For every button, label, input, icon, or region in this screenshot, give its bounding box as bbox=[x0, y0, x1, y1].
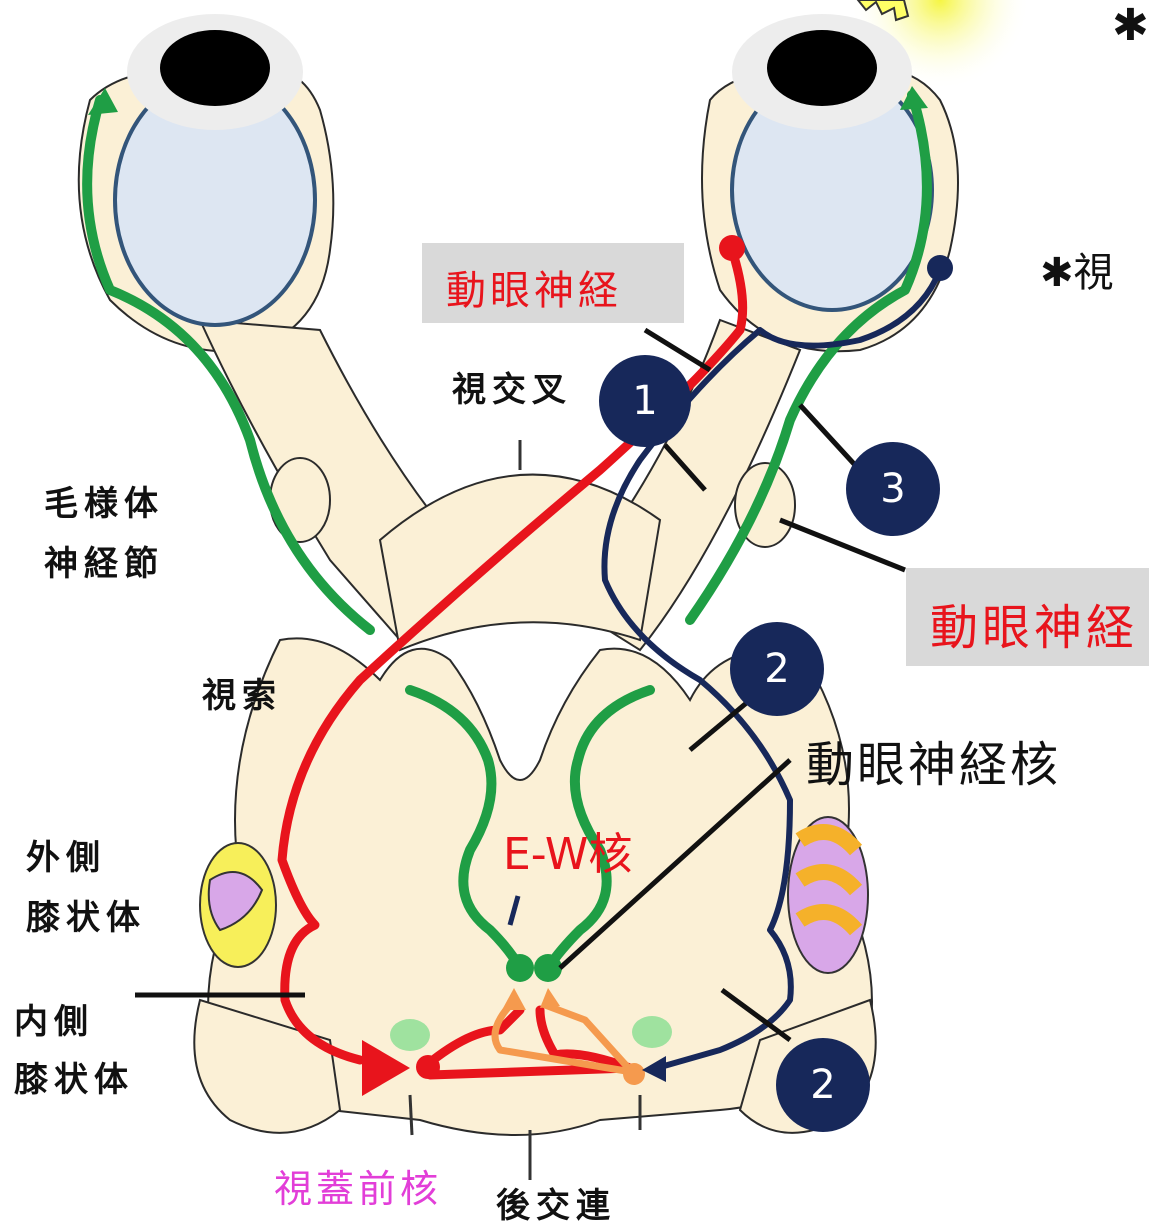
ciliary-ganglion-label-1: 毛様体 bbox=[44, 476, 164, 525]
lgn-label-2: 膝状体 bbox=[26, 890, 146, 939]
left-eye bbox=[115, 14, 315, 325]
badge-3: 3 bbox=[846, 442, 940, 536]
optic-tract-label: 視索 bbox=[202, 668, 282, 717]
red-origin-dot bbox=[719, 235, 745, 261]
lateral-geniculate-right bbox=[788, 817, 868, 973]
ew-nucleus-label: E-W核 bbox=[503, 818, 632, 882]
oculomotor-nucleus-label: 動眼神経核 bbox=[806, 725, 1061, 795]
ew-nucleus-right bbox=[534, 954, 562, 982]
pretectal-label: 視蓋前核 bbox=[274, 1158, 442, 1213]
navy-origin-dot bbox=[927, 255, 953, 281]
orange-dot bbox=[623, 1063, 645, 1085]
cut-off-star: ✱ bbox=[1112, 0, 1149, 51]
badge-2-lower: 2 bbox=[776, 1038, 870, 1132]
lateral-geniculate-left bbox=[200, 843, 276, 967]
posterior-commissure-label: 後交連 bbox=[496, 1178, 616, 1227]
lgn-label-1: 外側 bbox=[26, 830, 106, 879]
cut-off-label: ✱視 bbox=[1040, 240, 1114, 298]
oculomotor-top-label: 動眼神経 bbox=[446, 258, 622, 316]
mgn-label-1: 内側 bbox=[14, 994, 94, 1043]
badge-1: 1 bbox=[599, 355, 691, 447]
badge-2-upper: 2 bbox=[730, 622, 824, 716]
pretectal-blob-left bbox=[390, 1019, 430, 1051]
right-eye bbox=[732, 14, 932, 310]
chiasm-label: 視交叉 bbox=[452, 362, 572, 411]
oculomotor-right-label: 動眼神経 bbox=[930, 588, 1138, 658]
red-pretectal-dot bbox=[416, 1055, 440, 1079]
mgn-label-2: 膝状体 bbox=[14, 1052, 134, 1101]
ciliary-ganglion-label-2: 神経節 bbox=[44, 536, 164, 585]
pretectal-blob-right bbox=[632, 1016, 672, 1048]
ew-nucleus-left bbox=[506, 954, 534, 982]
